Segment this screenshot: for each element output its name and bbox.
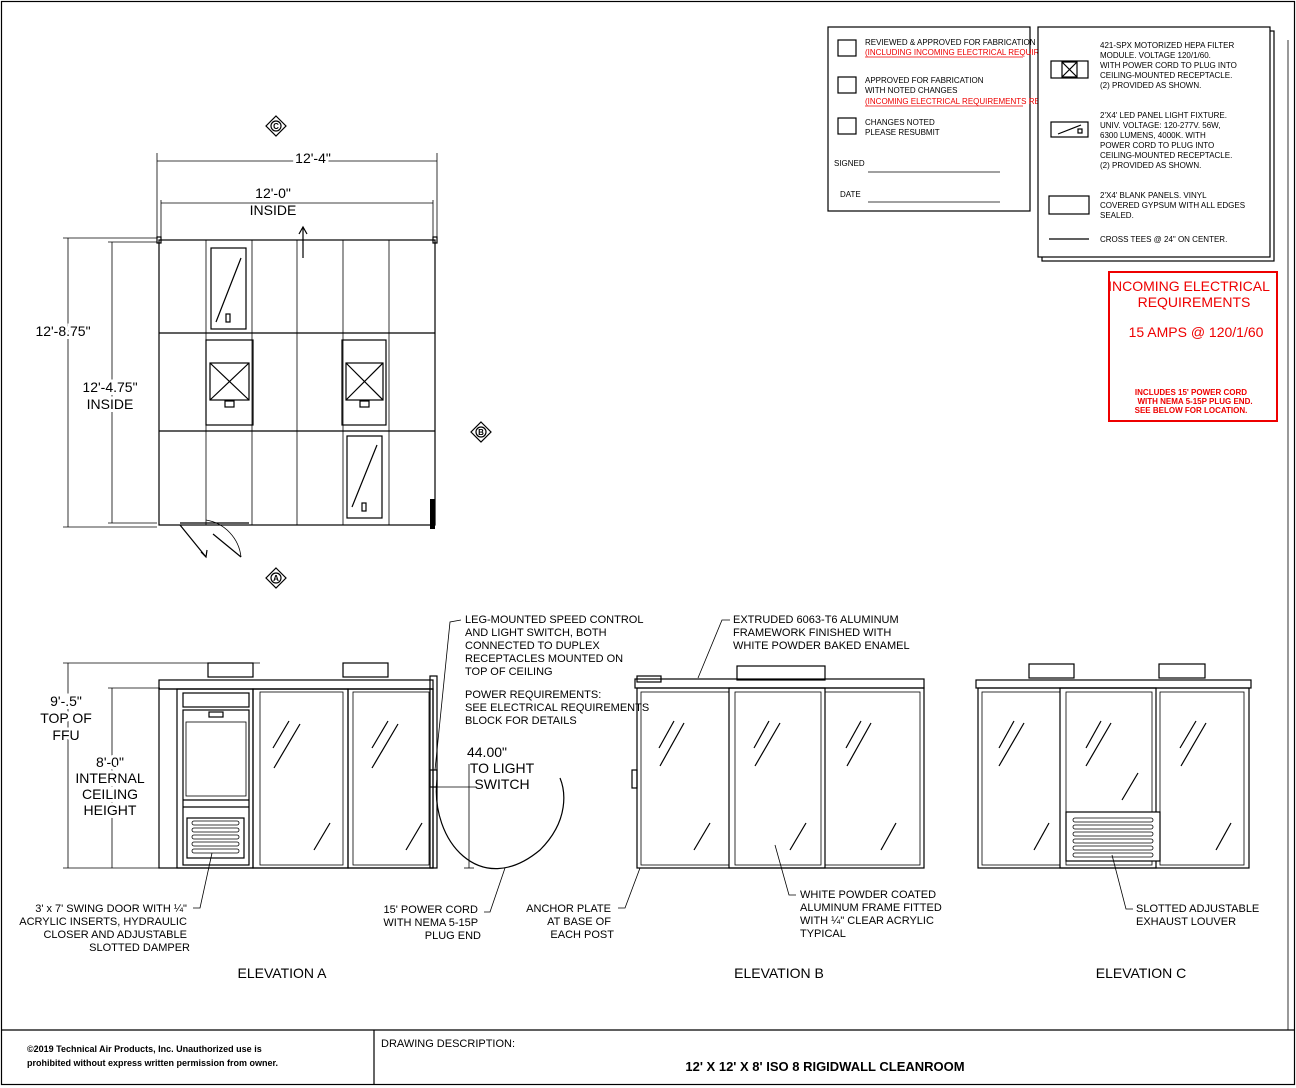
led-light-fixture-2 bbox=[346, 435, 383, 519]
copyright-line-1: ©2019 Technical Air Products, Inc. Unaut… bbox=[27, 1044, 262, 1054]
power-requirements-note: POWER REQUIREMENTS: SEE ELECTRICAL REQUI… bbox=[465, 689, 652, 727]
signed-label: SIGNED bbox=[834, 159, 865, 168]
legend-box: 421-SPX MOTORIZED HEPA FILTER MODULE. VO… bbox=[1037, 26, 1275, 262]
svg-text:HEIGHT: HEIGHT bbox=[84, 802, 137, 818]
elevation-b: EXTRUDED 6063-T6 ALUMINUM FRAMEWORK FINI… bbox=[526, 614, 945, 981]
elevation-marker-b: B bbox=[470, 421, 492, 443]
hepa-filter-module-2 bbox=[341, 339, 387, 426]
door-swing bbox=[179, 519, 249, 559]
aluminum-frame-note: EXTRUDED 6063-T6 ALUMINUM FRAMEWORK FINI… bbox=[733, 614, 910, 652]
approval-item3-line2: PLEASE RESUBMIT bbox=[865, 128, 940, 137]
drawing-description-label: DRAWING DESCRIPTION: bbox=[381, 1038, 515, 1050]
ffu-height-dim: 9'-.5" bbox=[50, 693, 82, 709]
svg-text:FFU: FFU bbox=[52, 727, 79, 743]
inner-depth-inside: INSIDE bbox=[87, 396, 134, 412]
legend-tees-text: CROSS TEES @ 24" ON CENTER. bbox=[1100, 235, 1227, 244]
power-cord-note: 15' POWER CORD WITH NEMA 5-15P PLUG END bbox=[383, 904, 481, 942]
speed-control-note: LEG-MOUNTED SPEED CONTROL AND LIGHT SWIT… bbox=[465, 614, 646, 678]
exhaust-louver-note: SLOTTED ADJUSTABLE EXHAUST LOUVER bbox=[1136, 903, 1262, 928]
approval-checkbox-1[interactable] bbox=[837, 39, 857, 57]
legend-led-text: 2'X4' LED PANEL LIGHT FIXTURE. UNIV. VOL… bbox=[1100, 111, 1235, 170]
elevation-c: SLOTTED ADJUSTABLE EXHAUST LOUVER ELEVAT… bbox=[975, 663, 1262, 981]
elevation-a-title: ELEVATION A bbox=[238, 965, 328, 981]
blank-panel-symbol bbox=[1048, 195, 1090, 215]
swing-door-note: 3' x 7' SWING DOOR WITH ¼" ACRYLIC INSER… bbox=[19, 903, 190, 954]
approval-box: REVIEWED & APPROVED FOR FABRICATION (INC… bbox=[827, 26, 1076, 212]
copyright-line-2: prohibited without express written permi… bbox=[27, 1058, 278, 1068]
switch-height-dim: 44.00" bbox=[467, 744, 507, 760]
svg-text:TOP OF: TOP OF bbox=[40, 710, 92, 726]
electrical-note-2: WITH NEMA 5-15P PLUG END. bbox=[1137, 397, 1252, 406]
ceiling-plan: 12'-4" 12'-0" INSIDE 12'-8.75" 12'-4.75"… bbox=[32, 115, 492, 589]
approval-checkbox-2[interactable] bbox=[837, 76, 857, 94]
svg-text:C: C bbox=[273, 122, 279, 131]
hepa-filter-module-1 bbox=[205, 339, 254, 426]
svg-text:INTERNAL: INTERNAL bbox=[75, 770, 144, 786]
inner-depth-dim: 12'-4.75" bbox=[82, 379, 137, 395]
approval-item2-line1: APPROVED FOR FABRICATION bbox=[865, 76, 984, 85]
svg-text:SWITCH: SWITCH bbox=[474, 776, 529, 792]
approval-item2-line2: WITH NOTED CHANGES bbox=[865, 86, 957, 95]
elevation-a: 9'-.5" TOP OF FFU 8'-0" INTERNAL CEILING… bbox=[19, 614, 652, 981]
hepa-filter-symbol bbox=[1050, 60, 1089, 79]
outer-depth-dim: 12'-8.75" bbox=[35, 323, 90, 339]
svg-text:CEILING: CEILING bbox=[82, 786, 138, 802]
svg-text:A: A bbox=[273, 574, 279, 583]
svg-text:TO LIGHT: TO LIGHT bbox=[470, 760, 535, 776]
electrical-requirements-box: INCOMING ELECTRICAL REQUIREMENTS 15 AMPS… bbox=[1108, 271, 1278, 422]
approval-checkbox-3[interactable] bbox=[837, 117, 857, 135]
electrical-title-2: REQUIREMENTS bbox=[1138, 294, 1251, 310]
led-light-symbol bbox=[1050, 121, 1089, 138]
date-label: DATE bbox=[840, 190, 861, 199]
elevation-c-title: ELEVATION C bbox=[1096, 965, 1187, 981]
title-block: ©2019 Technical Air Products, Inc. Unaut… bbox=[1, 1029, 1294, 1084]
ceiling-height-dim: 8'-0" bbox=[96, 754, 124, 770]
approval-item1-line1: REVIEWED & APPROVED FOR FABRICATION bbox=[865, 38, 1036, 47]
approval-item3-line1: CHANGES NOTED bbox=[865, 118, 935, 127]
led-light-fixture-1 bbox=[210, 247, 247, 330]
acrylic-panel-note: WHITE POWDER COATED ALUMINUM FRAME FITTE… bbox=[800, 889, 945, 940]
elevation-marker-a: A bbox=[265, 567, 287, 589]
drawing-description: 12' X 12' X 8' ISO 8 RIGIDWALL CLEANROOM bbox=[685, 1059, 964, 1074]
inner-width-dim: 12'-0" bbox=[255, 185, 291, 201]
legend-blank-text: 2'X4' BLANK PANELS. VINYL COVERED GYPSUM… bbox=[1100, 191, 1247, 220]
electrical-note-1: INCLUDES 15' POWER CORD bbox=[1135, 388, 1247, 397]
electrical-note-3: SEE BELOW FOR LOCATION. bbox=[1135, 406, 1248, 415]
approval-item1-line2: (INCLUDING INCOMING ELECTRICAL REQUIREME… bbox=[865, 48, 1076, 57]
inner-width-inside: INSIDE bbox=[250, 202, 297, 218]
elevation-marker-c: C bbox=[265, 115, 287, 137]
elevation-b-title: ELEVATION B bbox=[734, 965, 824, 981]
approval-item2-line3: (INCOMING ELECTRICAL REQUIREMENTS REVIEW… bbox=[865, 97, 1074, 106]
anchor-plate-note: ANCHOR PLATE AT BASE OF EACH POST bbox=[526, 903, 614, 941]
electrical-rating: 15 AMPS @ 120/1/60 bbox=[1129, 324, 1264, 340]
legend-hepa-text: 421-SPX MOTORIZED HEPA FILTER MODULE. VO… bbox=[1100, 41, 1239, 90]
electrical-title-1: INCOMING ELECTRICAL bbox=[1108, 278, 1270, 294]
svg-text:B: B bbox=[478, 428, 484, 437]
outer-width-dim: 12'-4" bbox=[295, 150, 331, 166]
